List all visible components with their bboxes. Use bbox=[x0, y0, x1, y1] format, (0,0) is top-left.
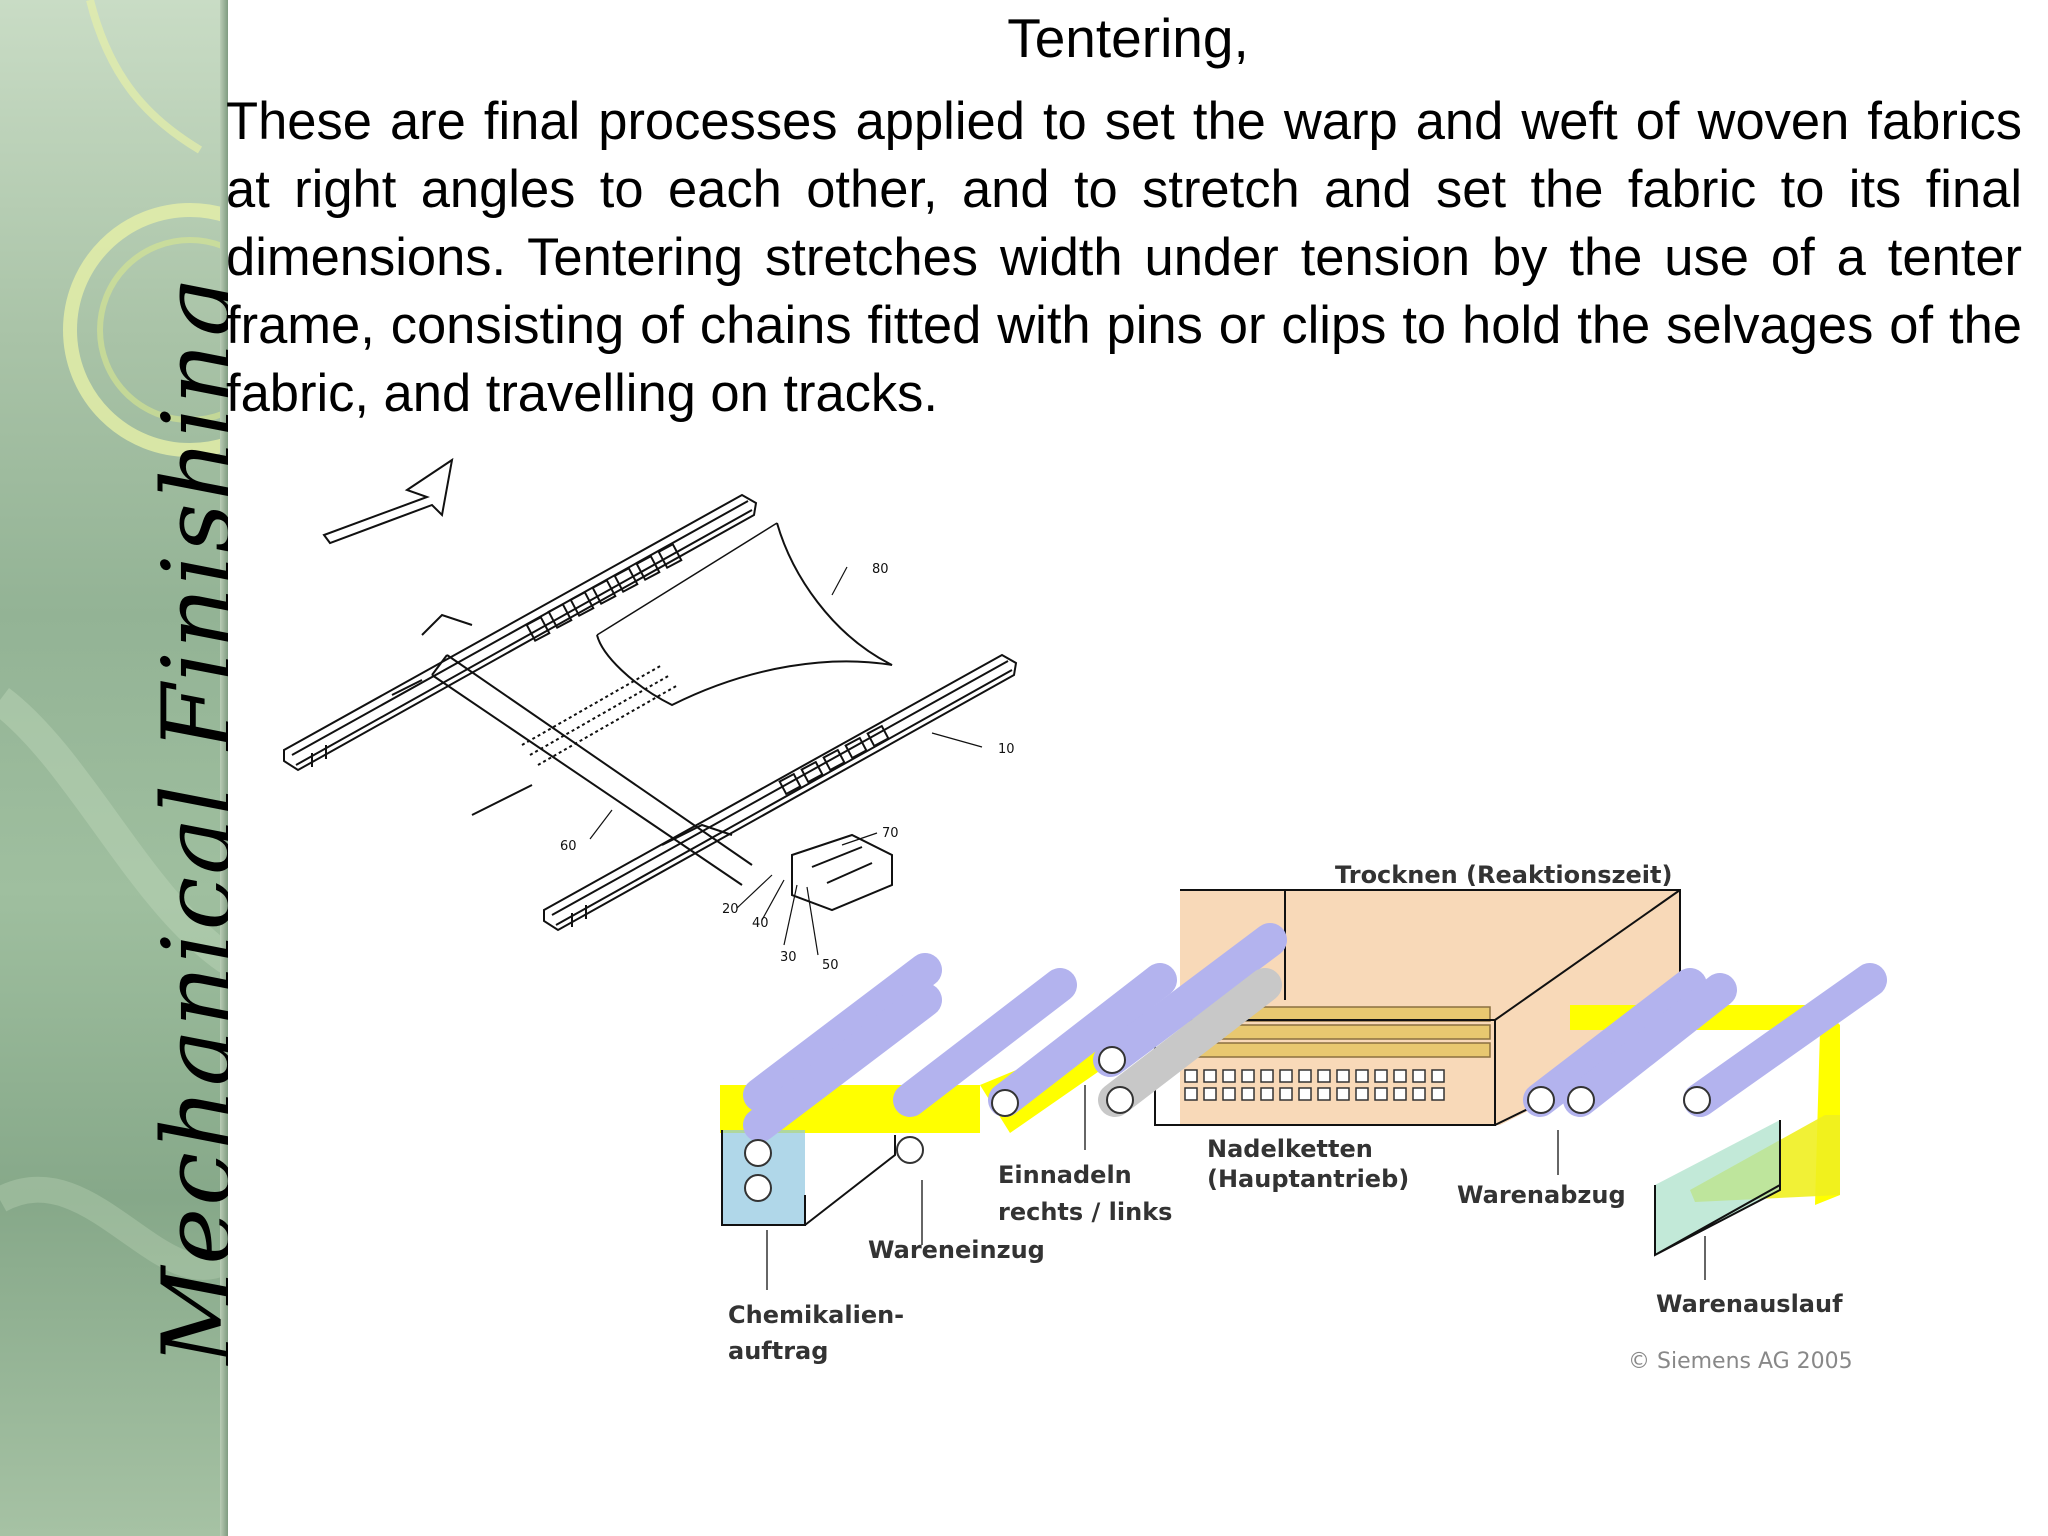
roller-end-caps bbox=[744, 1046, 1711, 1202]
label-needle-chains-2: (Hauptantrieb) bbox=[1207, 1165, 1409, 1193]
callout-50: 50 bbox=[822, 958, 839, 973]
sidebar-background: Mechanical Finishing bbox=[0, 0, 228, 1536]
callout-40: 40 bbox=[752, 916, 769, 931]
upper-rail bbox=[283, 493, 758, 772]
fabric-web bbox=[596, 522, 893, 707]
leader-30 bbox=[783, 884, 798, 946]
label-fabric-takeoff: Warenabzug bbox=[1457, 1181, 1626, 1209]
label-pin-on-2: rechts / links bbox=[998, 1198, 1172, 1226]
callout-10: 10 bbox=[998, 742, 1015, 757]
tenter-frame-diagram: 80 10 70 60 20 40 30 50 bbox=[283, 457, 1018, 973]
body-text: These are final processes applied to set… bbox=[226, 92, 2022, 423]
copyright-notice: © Siemens AG 2005 bbox=[1628, 1349, 1853, 1374]
decorative-rings bbox=[0, 0, 228, 1280]
callout-60: 60 bbox=[560, 839, 577, 854]
pin-clips-upper bbox=[525, 542, 683, 643]
sidebar-edge bbox=[220, 0, 228, 1536]
pin-clips-lower bbox=[778, 724, 890, 796]
outlet-trough bbox=[1655, 1120, 1780, 1255]
leader-70 bbox=[841, 832, 878, 846]
label-needle-chains-1: Nadelketten bbox=[1207, 1135, 1373, 1163]
tenter-line-diagram: Trocknen (Reaktionszeit) Nadelketten (Ha… bbox=[720, 861, 1887, 1374]
leader-lines bbox=[766, 1085, 1706, 1290]
leader-40 bbox=[761, 879, 785, 921]
chain-clips bbox=[1184, 1069, 1445, 1101]
leader-10 bbox=[931, 732, 983, 748]
callout-30: 30 bbox=[780, 950, 797, 965]
drive-unit bbox=[791, 833, 893, 912]
rollers bbox=[743, 923, 1887, 1142]
label-drying: Trocknen (Reaktionszeit) bbox=[1335, 861, 1672, 889]
leader-80 bbox=[831, 566, 848, 596]
leader-50 bbox=[806, 886, 819, 956]
callout-70: 70 bbox=[882, 826, 899, 841]
sidebar-title: Mechanical Finishing bbox=[142, 277, 228, 1365]
slide-title: Tentering, bbox=[1007, 7, 1249, 69]
label-fabric-infeed: Wareneinzug bbox=[868, 1236, 1045, 1264]
label-chemical-2: auftrag bbox=[728, 1337, 828, 1365]
label-chemical-1: Chemikalien- bbox=[728, 1301, 904, 1329]
direction-arrow bbox=[322, 457, 454, 545]
label-pin-on-1: Einnadeln bbox=[998, 1161, 1132, 1189]
leader-60 bbox=[589, 809, 613, 840]
cross-member bbox=[391, 654, 753, 886]
lower-rail bbox=[543, 653, 1018, 932]
callout-80: 80 bbox=[872, 562, 889, 577]
callout-20: 20 bbox=[722, 902, 739, 917]
leader-20 bbox=[736, 874, 773, 909]
label-fabric-outlet: Warenauslauf bbox=[1656, 1290, 1843, 1318]
